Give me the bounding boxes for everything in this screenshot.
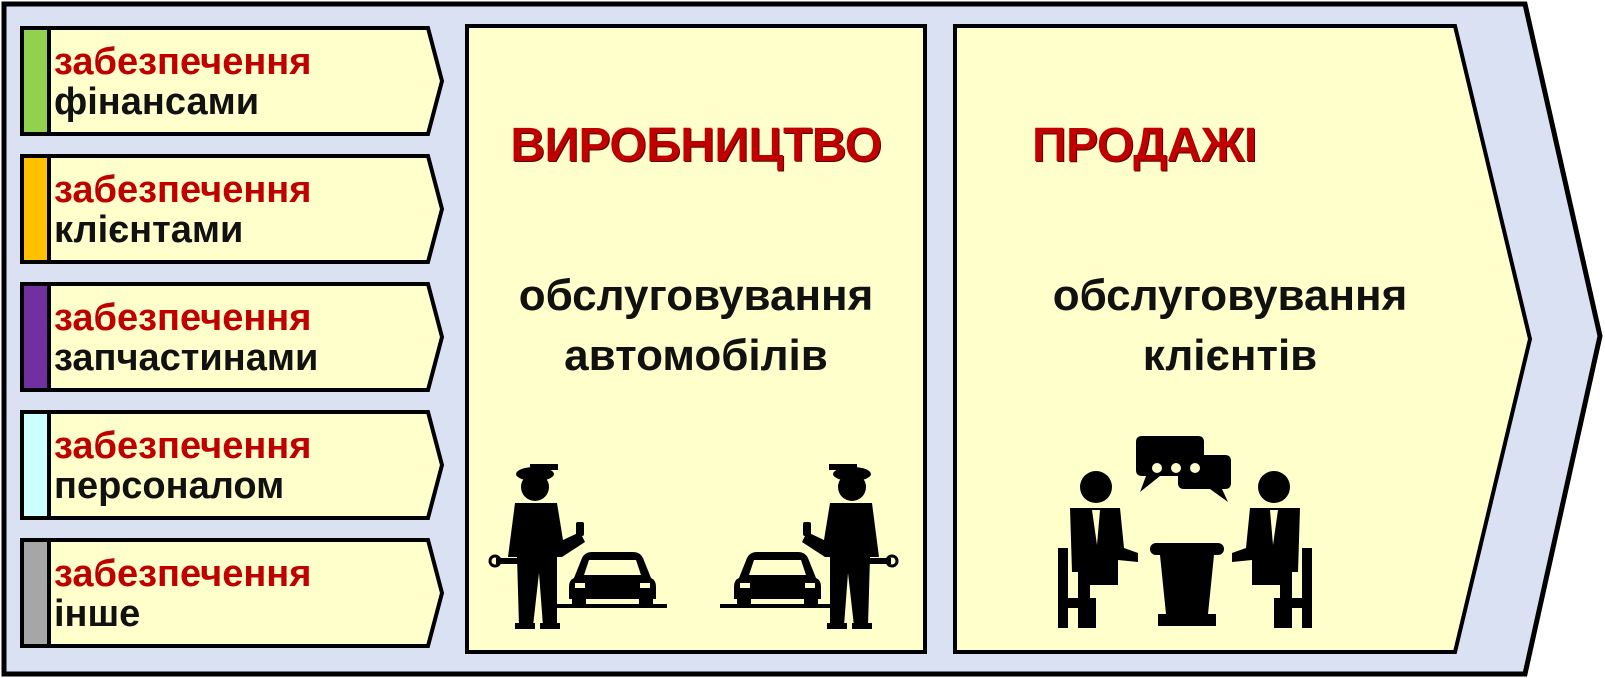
table-icon xyxy=(1150,543,1224,626)
sales-desc-line2: клієнтів xyxy=(1142,331,1318,380)
support-arrow-parts xyxy=(20,282,445,392)
car-right-icon xyxy=(720,552,832,608)
support-arrow-clients xyxy=(20,154,445,264)
support-label-staff: забезпечення персоналом xyxy=(54,426,404,506)
support-label-other: забезпечення інше xyxy=(54,554,404,634)
production-desc-line1: обслуговування xyxy=(518,271,874,320)
support-arrow-other xyxy=(20,538,445,648)
support-label-parts: забезпечення запчастинами xyxy=(54,298,404,378)
support-arrow-staff xyxy=(20,410,445,520)
support-label-finance: забезпечення фінансами xyxy=(54,42,404,122)
car-mechanic-icon xyxy=(488,464,899,629)
support-arrow-finance xyxy=(20,26,445,136)
person-left-icon xyxy=(1058,471,1138,628)
speech-bubbles-icon xyxy=(1136,436,1231,502)
support-label-top: забезпечення xyxy=(54,297,312,339)
support-label-bottom: персоналом xyxy=(54,465,285,507)
support-label-bottom: запчастинами xyxy=(54,337,319,379)
support-label-bottom: інше xyxy=(54,593,141,635)
car-left-icon xyxy=(555,552,667,608)
support-label-bottom: фінансами xyxy=(54,81,260,123)
support-label-top: забезпечення xyxy=(54,41,312,83)
production-description: обслуговування автомобілів xyxy=(467,266,925,386)
production-desc-line2: автомобілів xyxy=(564,331,828,380)
client-meeting-icon xyxy=(1058,436,1312,628)
person-right-icon xyxy=(1232,471,1312,628)
mechanic-left-icon xyxy=(488,464,585,629)
mechanic-right-icon xyxy=(802,464,899,629)
support-label-top: забезпечення xyxy=(54,425,312,467)
support-label-clients: забезпечення клієнтами xyxy=(54,170,404,250)
sales-title: ПРОДАЖІ xyxy=(1032,119,1257,172)
support-label-bottom: клієнтами xyxy=(54,209,244,251)
sales-desc-line1: обслуговування xyxy=(1052,271,1408,320)
support-arrows xyxy=(20,26,445,648)
sales-description: обслуговування клієнтів xyxy=(1000,266,1460,386)
support-label-top: забезпечення xyxy=(54,169,312,211)
support-label-top: забезпечення xyxy=(54,553,312,595)
production-title: ВИРОБНИЦТВО xyxy=(510,119,882,172)
